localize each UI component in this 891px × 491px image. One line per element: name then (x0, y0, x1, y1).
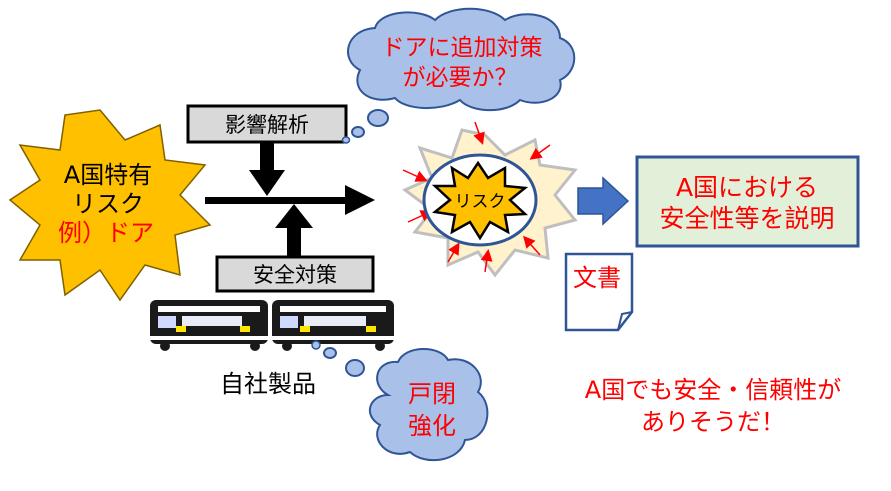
cloud-top-line2: が必要か？ (403, 65, 518, 91)
safety-up-arrow (275, 204, 313, 257)
train-left (150, 300, 268, 351)
cloud-bottom-line2: 強化 (408, 412, 456, 440)
train-right (272, 300, 394, 351)
cloud-top (341, 7, 576, 144)
conclusion-line1: A国でも安全・信頼性が (585, 376, 841, 404)
risk-source-line1: A国特有 (64, 161, 152, 189)
risk-inner-star (431, 160, 529, 241)
cloud-top-line1: ドアに追加対策 (382, 35, 543, 61)
result-line1: A国における (676, 173, 818, 202)
risk-center-label: リスク (455, 192, 506, 212)
document-label: 文書 (573, 264, 621, 292)
conclusion-line2: ありそうだ！ (641, 408, 785, 436)
product-label: 自社製品 (220, 370, 316, 398)
main-flow-arrow (205, 185, 375, 215)
risk-pressure-arrows (402, 121, 551, 273)
impact-analysis-label: 影響解析 (225, 113, 309, 137)
impact-down-arrow (249, 142, 285, 196)
risk-source-star (8, 109, 212, 302)
risk-source-line3: 例）ドア (58, 219, 154, 247)
cloud-bottom-line1: 戸閉 (408, 380, 456, 408)
result-line2: 安全性等を説明 (659, 204, 834, 233)
safety-measures-label: 安全対策 (253, 263, 337, 287)
cloud-bottom (311, 340, 489, 461)
impact-analysis-box (186, 104, 348, 144)
document-icon (564, 252, 634, 332)
result-box (635, 155, 860, 248)
risk-source-line2: リスク (72, 190, 144, 218)
result-arrow (577, 176, 630, 226)
safety-measures-box (215, 255, 375, 293)
